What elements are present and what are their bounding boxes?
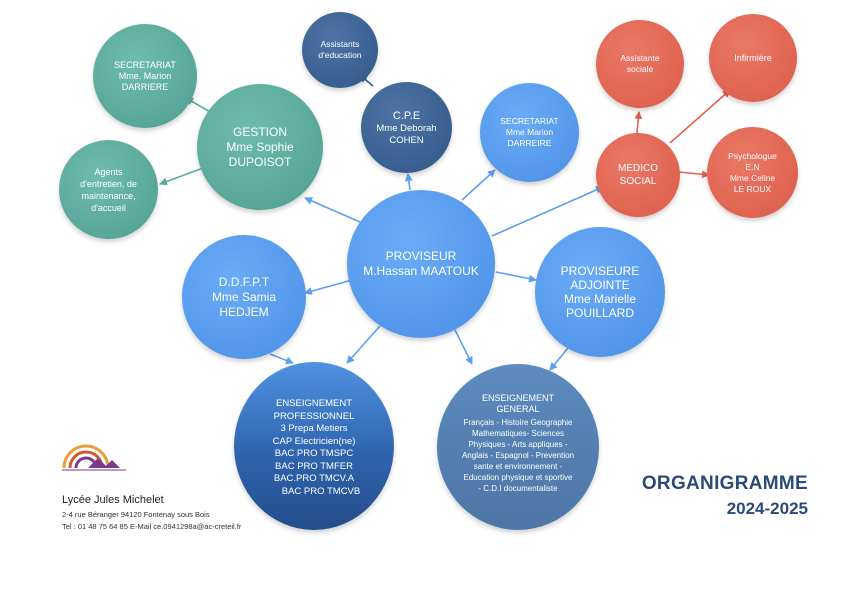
secretariat-gestion-node: SECRETARIAT Mme. Marion DARRIERE (93, 24, 197, 128)
cpe-node: C.P.E Mme Deborah COHEN (361, 82, 452, 173)
node-line: POUILLARD (565, 306, 635, 320)
node-line: Mme Sophie (226, 139, 294, 154)
node-line: PROFESSIONNEL (273, 410, 355, 422)
enseignement-general-node: ENSEIGNEMENT GENERAL Français - Histoire… (437, 364, 599, 530)
node-line: Anglais - Espagnol - Prevention (461, 450, 575, 460)
edge-medico-psychologue (678, 170, 710, 179)
infirmiere-node: Infirmière (709, 14, 797, 102)
node-line: GENERAL (496, 403, 540, 414)
node-line: sociale (626, 64, 654, 74)
node-line: LE ROUX (733, 183, 772, 194)
node-line: DUPOISOT (228, 154, 292, 169)
node-line: 3 Prepa Metiers (280, 423, 348, 434)
node-line: sante et environnement - (473, 461, 563, 471)
node-line: BAC.PRO TMCV.A (273, 473, 355, 484)
school-logo (62, 444, 126, 471)
medico-social-node: MEDICO SOCIAL (596, 133, 680, 217)
node-line: E.N (745, 161, 760, 172)
node-line: SECRETARIAT (114, 59, 176, 70)
edge-ddfpt-enspro (269, 353, 294, 365)
node-line: Mathematiques- Sciences (471, 428, 565, 438)
node-line: BAC PRO TMFER (275, 460, 353, 472)
node-line: Assistants (320, 39, 360, 49)
node-line: Education physique et sportive (463, 472, 573, 482)
node-line: d'accueil (91, 202, 126, 213)
node-line: ENSEIGNEMENT (275, 398, 352, 409)
edge-medico-assistante (634, 111, 643, 134)
edge-medico-infirmiere (669, 89, 731, 144)
assistants-education-node: Assistants d'education (302, 12, 378, 88)
edge-proviseur-secretariat (461, 169, 496, 201)
node-line: DARRIERE (121, 81, 169, 92)
node-line: PROVISEURE (560, 264, 640, 278)
node-line: CAP Electricien(ne) (272, 435, 356, 447)
node-line: BAC PRO TMSPC (274, 448, 354, 459)
node-line: SOCIAL (619, 176, 657, 187)
node-line: D.D.F.P.T (218, 274, 270, 289)
node-line: SECRETARIAT (500, 116, 559, 126)
edge-proviseur-ensgen (454, 329, 473, 365)
node-line: M.Hassan MAATOUK (363, 264, 479, 278)
node-line: maintenance, (81, 190, 136, 201)
node-line: COHEN (389, 134, 424, 146)
edge-proviseur-cpe (404, 173, 413, 191)
node-line: Psychologue (728, 150, 777, 161)
edge-proviseur-ddfpt (304, 279, 353, 295)
node-line: Agents (94, 166, 123, 177)
node-line: HEDJEM (219, 304, 269, 319)
school-name: Lycée Jules Michelet (62, 494, 164, 506)
enseignement-professionnel-node: ENSEIGNEMENT PROFESSIONNEL 3 Prepa Metie… (234, 362, 394, 530)
ddfpt-node: D.D.F.P.T Mme Samia HEDJEM (182, 235, 306, 359)
gestion-node: GESTION Mme Sophie DUPOISOT (197, 84, 323, 210)
node-line: Mme. Marion (118, 70, 172, 81)
psychologue-node: Psychologue E.N Mme Celine LE ROUX (707, 127, 798, 218)
node-line: Infirmière (734, 52, 772, 63)
node-line: d'education (318, 50, 362, 60)
assistante-sociale-node: Assistante sociale (596, 20, 684, 108)
page-subtitle: 2024-2025 (726, 499, 808, 518)
node-line: ADJOINTE (570, 278, 630, 292)
node-line: Mme Deborah (376, 122, 437, 134)
node-line: d'entretien, de (80, 178, 137, 189)
node-line: MEDICO (618, 163, 658, 174)
node-line: Mme Samia (211, 289, 276, 304)
agents-node: Agents d'entretien, de maintenance, d'ac… (59, 140, 158, 239)
node-line: PROVISEUR (385, 249, 457, 263)
school-address: 2-4 rue Béranger 94120 Fontenay sous Boi… (62, 510, 210, 519)
edge-proviseur-gestion (304, 197, 361, 223)
proviseure-adjointe-node: PROVISEURE ADJOINTE Mme Marielle POUILLA… (535, 227, 665, 357)
page-title: ORGANIGRAMME (641, 473, 808, 494)
node-line: Français - Histoire Geographie (463, 417, 573, 427)
node-line: - C.D.I documentaliste (478, 483, 558, 493)
node-line: ENSEIGNEMENT (481, 392, 554, 403)
node-line: Mme Celine (729, 172, 776, 183)
node-line: BAC PRO TMCVB (281, 485, 361, 497)
edge-gestion-agents (159, 167, 204, 186)
secretariat-proviseur-node: SECRETARIAT Mme Marion DARREIRE (480, 83, 579, 182)
node-line: Mme Marion (505, 127, 554, 137)
node-line: Assistante (620, 53, 660, 63)
node-line: Physiques - Arts appliques - (468, 439, 568, 449)
node-line: GESTION (232, 124, 287, 139)
node-line: DARREIRE (507, 138, 552, 148)
school-contact: Tel : 01 48 75 64 85 E-Mail ce.0941298a@… (62, 522, 242, 531)
node-line: Mme Marielle (563, 292, 636, 306)
edge-proviseur-enspro (346, 325, 381, 364)
node-line: C.P.E (392, 109, 421, 122)
edge-proviseur-medico (491, 186, 604, 237)
edge-proviseur-adjointe (495, 271, 537, 283)
proviseur-node: PROVISEUR M.Hassan MAATOUK (347, 190, 495, 338)
